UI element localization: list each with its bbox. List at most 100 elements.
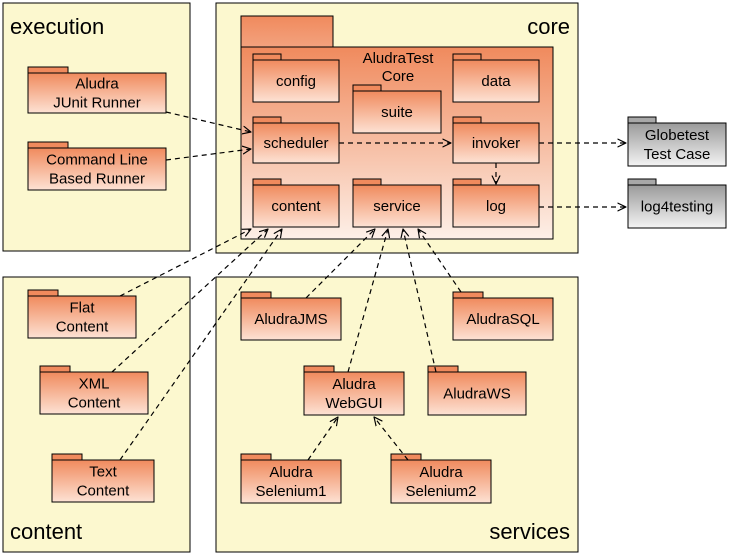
package-log4testing: log4testing (627, 178, 727, 229)
package-label: log4testing (641, 199, 714, 216)
package-label: Selenium2 (406, 483, 477, 500)
package-label: content (271, 198, 321, 215)
package-suite: suite (352, 84, 442, 134)
package-label: Based Runner (49, 171, 145, 188)
package-aludra-jms: AludraJMS (240, 291, 342, 341)
package-label: log (486, 198, 506, 215)
package-label: Command Line (46, 152, 148, 169)
package-tab (452, 116, 482, 124)
package-tab (427, 365, 459, 373)
package-label: service (373, 198, 421, 215)
package-tab (252, 178, 282, 186)
package-label: XML (79, 376, 110, 393)
arrow-jms-to-service (305, 229, 375, 299)
area-title-content: content (10, 519, 82, 544)
dependency-arrows (111, 111, 626, 461)
package-label: Content (68, 395, 121, 412)
arrow-sql-to-service (418, 229, 462, 293)
package-label: Aludra (75, 76, 119, 93)
arrow-selenium2-to-webgui (374, 417, 409, 461)
package-label: Globetest (645, 127, 710, 144)
package-label: Selenium1 (256, 483, 327, 500)
package-body (27, 72, 167, 114)
package-label: JUnit Runner (53, 95, 141, 112)
package-body (27, 147, 167, 191)
package-invoker: invoker (452, 116, 540, 164)
package-body (303, 371, 405, 416)
package-xml-content: XML Content (39, 365, 149, 415)
package-data: data (452, 53, 540, 103)
package-tab (27, 141, 69, 149)
package-body (627, 184, 727, 229)
arrow-ws-to-service (403, 229, 437, 373)
package-body (252, 184, 340, 228)
package-body (452, 59, 540, 103)
area-execution: execution (2, 2, 191, 252)
arrow-flat-to-content (119, 229, 251, 297)
area-title-core: core (527, 14, 570, 39)
package-tab (352, 84, 382, 92)
core-label-line2: Core (382, 68, 415, 85)
package-tab (452, 178, 482, 186)
package-label: AludraWS (443, 386, 511, 403)
arrow-junit-to-scheduler (165, 111, 251, 132)
package-body (252, 122, 340, 164)
package-label: data (481, 73, 511, 90)
package-body (452, 122, 540, 164)
package-body (240, 297, 342, 341)
package-log: log (452, 178, 540, 228)
package-body (352, 184, 442, 228)
package-tab (627, 116, 657, 124)
package-tab (452, 53, 482, 61)
package-body (427, 371, 527, 416)
package-tab (303, 365, 335, 373)
package-tab (39, 365, 71, 373)
package-label: Aludra (419, 464, 463, 481)
package-label: Content (56, 319, 109, 336)
package-body (252, 59, 340, 103)
package-label: Aludra (332, 376, 376, 393)
package-body (27, 295, 137, 339)
package-tab (27, 289, 59, 297)
package-body (352, 90, 442, 134)
package-label: AludraSQL (466, 311, 539, 328)
package-body (240, 459, 342, 504)
package-content: content (252, 178, 340, 228)
package-label: Test Case (644, 146, 711, 163)
package-tab (252, 116, 282, 124)
core-label-line1: AludraTest (363, 50, 435, 67)
package-label: config (276, 73, 316, 90)
package-tab (252, 53, 282, 61)
package-body (452, 184, 540, 228)
package-label: WebGUI (325, 395, 382, 412)
package-tab (452, 291, 484, 299)
package-service: service (352, 178, 442, 228)
package-tab (27, 66, 69, 74)
package-label: scheduler (263, 135, 328, 152)
package-label: AludraJMS (254, 311, 327, 328)
package-tab (627, 178, 657, 186)
package-aludra-sql: AludraSQL (452, 291, 554, 341)
package-config: config (252, 53, 340, 103)
arrow-webgui-to-service (347, 229, 388, 373)
package-label: Aludra (269, 464, 313, 481)
package-tab (240, 453, 272, 461)
package-aludra-ws: AludraWS (427, 365, 527, 416)
package-body (51, 459, 155, 503)
package-body (390, 459, 492, 504)
package-label: Content (77, 483, 130, 500)
area-title-services: services (489, 519, 570, 544)
package-label: Flat (69, 300, 95, 317)
area-title-execution: execution (10, 14, 104, 39)
package-label: Text (89, 464, 117, 481)
